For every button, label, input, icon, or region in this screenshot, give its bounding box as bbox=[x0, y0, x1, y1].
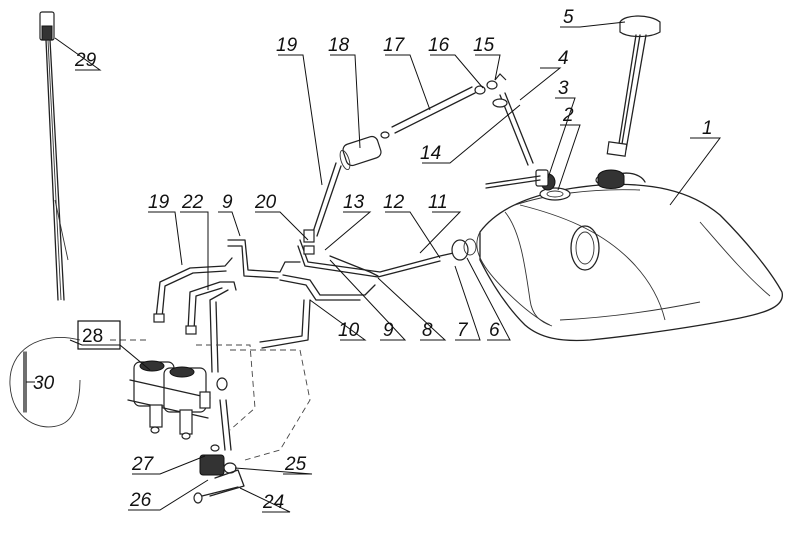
callout-8: 8 bbox=[422, 320, 433, 341]
callout-1: 1 bbox=[702, 118, 713, 139]
callout-6: 6 bbox=[489, 320, 500, 341]
carburetors bbox=[127, 360, 228, 440]
callout-3: 3 bbox=[558, 78, 569, 99]
callout-30: 30 bbox=[33, 373, 55, 394]
callout-19a: 19 bbox=[276, 35, 298, 56]
callout-29: 29 bbox=[74, 50, 97, 71]
callout-17: 17 bbox=[383, 35, 406, 56]
choke-cable bbox=[39, 11, 69, 301]
fuel-tap-assembly bbox=[485, 92, 571, 201]
leader-lines bbox=[26, 21, 721, 513]
callout-11: 11 bbox=[428, 192, 448, 213]
callout-28-box bbox=[77, 320, 121, 350]
callout-14: 14 bbox=[420, 143, 441, 164]
fuel-level-sender bbox=[597, 15, 661, 189]
dashed-routing bbox=[110, 339, 311, 461]
fuel-tank bbox=[476, 172, 783, 342]
callout-26: 26 bbox=[129, 490, 152, 511]
fuel-line-filter bbox=[311, 73, 507, 237]
callout-10: 10 bbox=[338, 320, 360, 341]
callout-22: 22 bbox=[181, 192, 204, 213]
callout-labels: 1 2 3 4 5 6 7 8 9 10 11 12 13 14 15 16 1… bbox=[33, 7, 713, 513]
callout-15: 15 bbox=[473, 35, 495, 56]
callout-27: 27 bbox=[131, 454, 155, 475]
callout-9b: 9 bbox=[383, 320, 394, 341]
fuel-lines bbox=[227, 229, 477, 349]
callout-5: 5 bbox=[563, 7, 574, 28]
callout-16: 16 bbox=[428, 35, 450, 56]
callout-13: 13 bbox=[343, 192, 365, 213]
vent-hoses bbox=[153, 257, 237, 451]
callout-28: 28 bbox=[82, 326, 103, 347]
callout-25: 25 bbox=[284, 454, 307, 475]
callout-18: 18 bbox=[328, 35, 350, 56]
callout-24: 24 bbox=[262, 492, 284, 513]
callout-9a: 9 bbox=[222, 192, 233, 213]
fuel-pump bbox=[193, 444, 245, 504]
callout-20: 20 bbox=[254, 192, 277, 213]
callout-2: 2 bbox=[562, 105, 574, 126]
callout-12: 12 bbox=[383, 192, 405, 213]
callout-19b: 19 bbox=[148, 192, 170, 213]
callout-7: 7 bbox=[457, 320, 469, 341]
callout-4: 4 bbox=[558, 48, 569, 69]
